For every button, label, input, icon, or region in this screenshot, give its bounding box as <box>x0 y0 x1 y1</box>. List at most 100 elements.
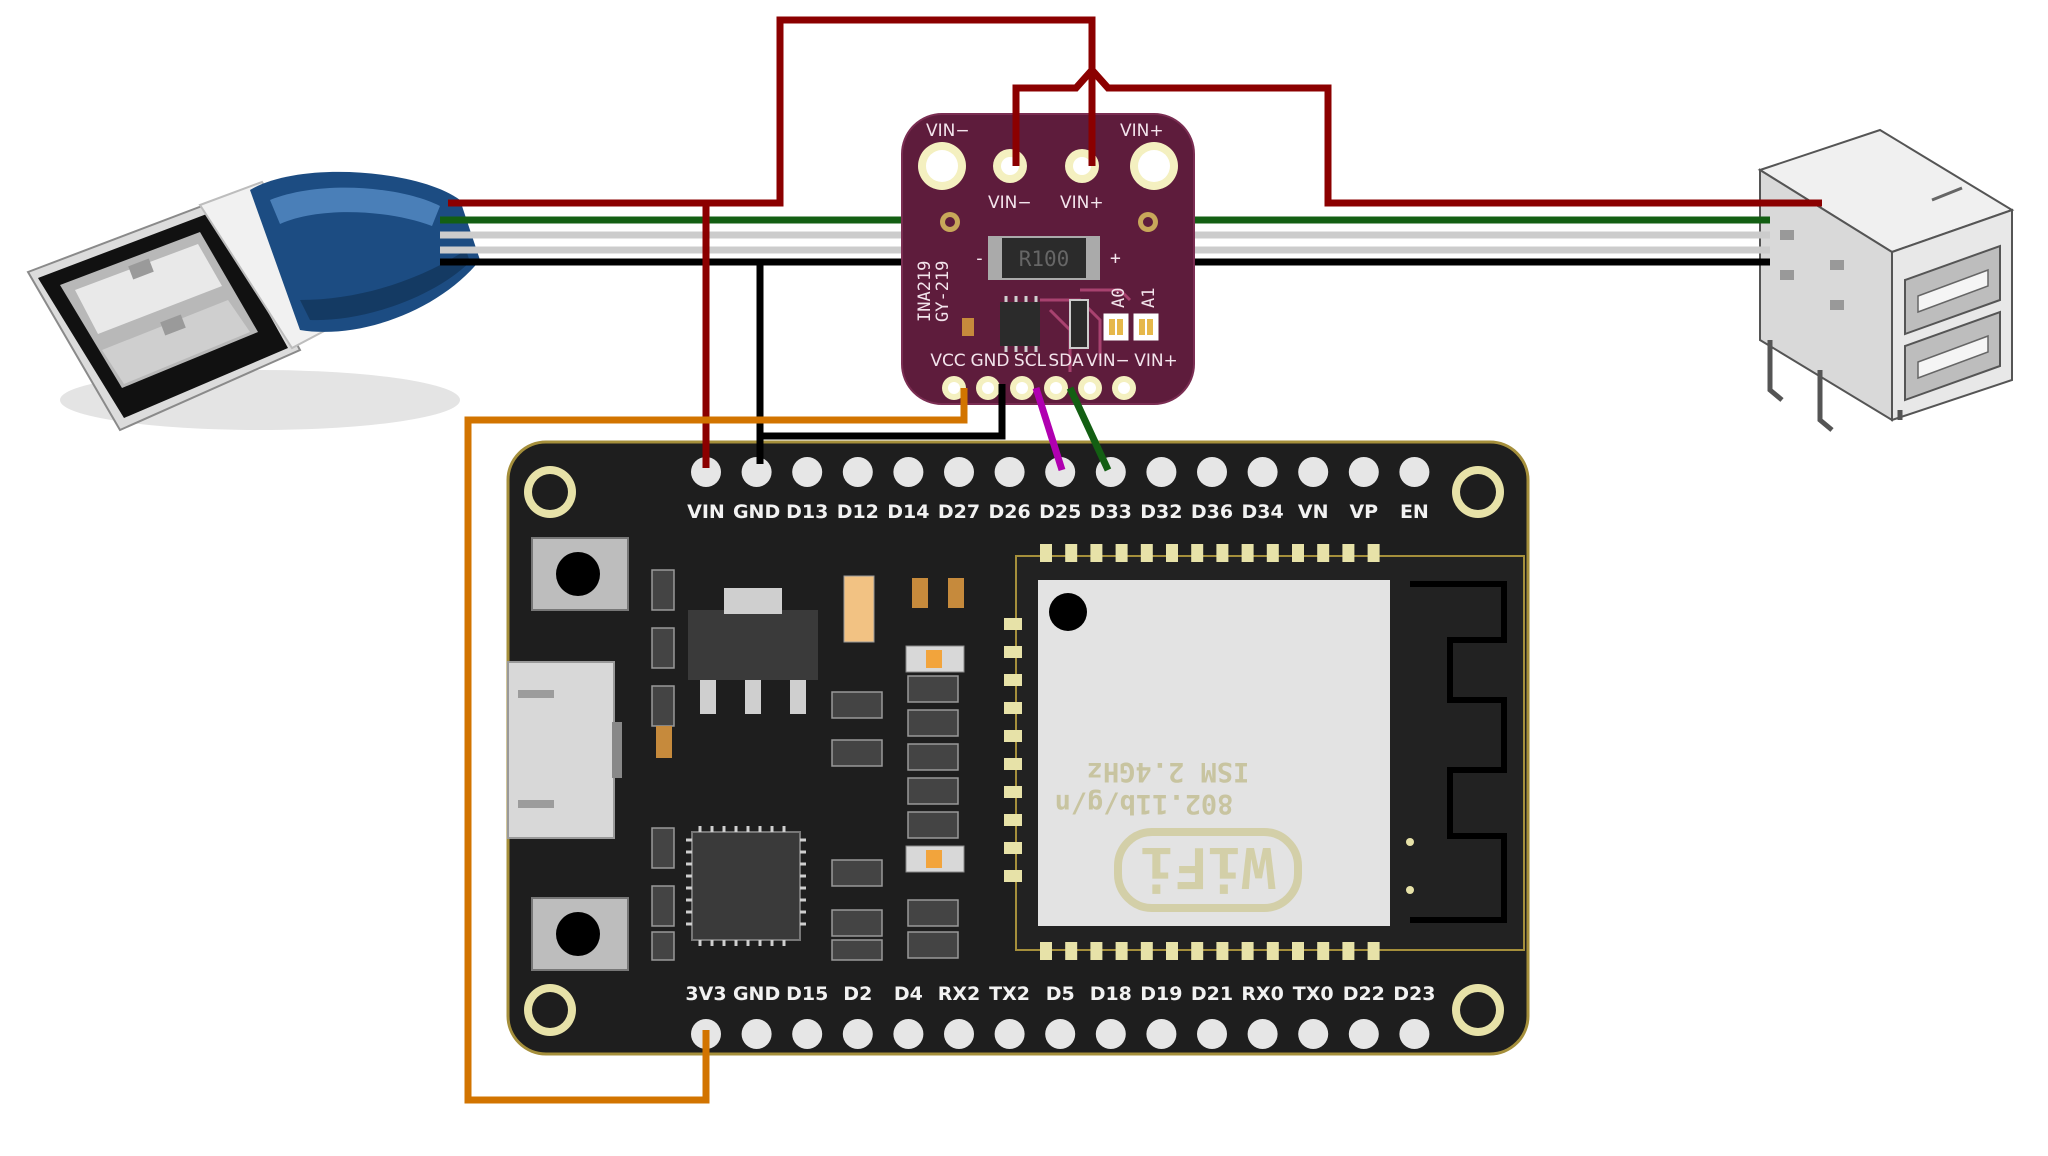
esp32-top-pin-label: D36 <box>1191 501 1233 523</box>
esp32-top-pin <box>893 457 924 487</box>
esp32-top-pin-label: D27 <box>938 501 980 523</box>
ina219-pin-hole <box>982 382 994 394</box>
esp32-bottom-pin-label: D23 <box>1393 983 1435 1005</box>
wire-3v3 <box>464 388 968 1104</box>
module-pad <box>1004 786 1022 798</box>
module-pad <box>1191 544 1204 562</box>
esp32-top-pin <box>1045 457 1076 487</box>
module-pad <box>1090 544 1103 562</box>
ina-label-vin-minus-top: VIN− <box>926 121 970 141</box>
ina-label-vin-minus-terminal: VIN− <box>988 193 1032 213</box>
esp32-top-pin-label: D32 <box>1140 501 1182 523</box>
connection-wires <box>448 16 1822 1104</box>
esp32-bottom-pin-label: D2 <box>843 983 872 1005</box>
jumper-a1-label: A1 <box>1139 288 1159 308</box>
module-pad <box>1342 942 1355 960</box>
esp32-bottom-pin-label: D15 <box>786 983 828 1005</box>
module-pad <box>1040 544 1052 562</box>
esp32-bottom-pin <box>994 1019 1025 1049</box>
esp32-bottom-pin <box>1298 1019 1329 1049</box>
esp32-top-pin <box>691 457 721 487</box>
module-pad <box>1266 942 1279 960</box>
esp32-top-pin <box>994 457 1025 487</box>
module-pad <box>1191 942 1204 960</box>
esp32-bottom-pin-label: TX2 <box>989 983 1030 1005</box>
esp32-bottom-pin <box>1045 1019 1076 1049</box>
ina219-pin-label: SCL <box>1014 351 1047 371</box>
ina219-pin-hole <box>1050 382 1062 394</box>
esp32-bottom-pin <box>893 1019 924 1049</box>
ina-label-vin-plus-top: VIN+ <box>1120 121 1164 141</box>
module-pad <box>1166 942 1178 960</box>
esp32-top-pin <box>842 457 873 487</box>
esp32-top-pin <box>792 457 823 487</box>
module-pad <box>1004 702 1022 714</box>
esp32-bottom-pin-label: GND <box>733 983 780 1005</box>
esp32-top-pin-label: D14 <box>887 501 929 523</box>
wire-gnd-ina <box>760 384 1006 440</box>
esp32-top-pin-label: D33 <box>1090 501 1132 523</box>
module-pad <box>1065 942 1078 960</box>
module-pad <box>1004 646 1022 658</box>
esp32-bottom-pin-label: D19 <box>1140 983 1182 1005</box>
esp32-bottom-pin <box>1197 1019 1227 1049</box>
usb-plug-icon <box>26 171 480 432</box>
module-pad <box>1241 942 1254 960</box>
module-pad <box>1065 544 1078 562</box>
ina-label-vin-plus-terminal: VIN+ <box>1060 193 1104 213</box>
module-pad <box>1140 544 1153 562</box>
esp32-bottom-pin-label: RX0 <box>1241 983 1284 1005</box>
usb-socket-icon <box>1757 128 2015 432</box>
esp32-bottom-pin-label: 3V3 <box>685 983 726 1005</box>
jumper-a0-label: A0 <box>1109 288 1129 308</box>
esp32-bottom-pin-label: D4 <box>894 983 923 1005</box>
esp32-bottom-pin-label: D22 <box>1343 983 1385 1005</box>
module-pad <box>1115 942 1128 960</box>
ina219-pin-label: GND <box>971 351 1010 371</box>
wire-scl <box>1032 386 1066 472</box>
module-pad <box>1004 758 1022 770</box>
esp32-top-pin-label: D12 <box>837 501 879 523</box>
module-pad <box>1241 544 1254 562</box>
module-pad <box>1004 870 1022 882</box>
wifi-logo-icon: WiFi <box>1114 828 1302 912</box>
shunt-resistor-label: R100 <box>1019 247 1070 271</box>
esp32-top-pin-label: D13 <box>786 501 828 523</box>
esp32-top-pin-label: D25 <box>1039 501 1081 523</box>
esp32-top-pin <box>944 457 974 487</box>
module-pad <box>1317 942 1330 960</box>
ina219-pin-label: VIN+ <box>1134 351 1178 371</box>
module-pad <box>1292 942 1304 960</box>
module-pad <box>1166 544 1178 562</box>
esp32-top-pin-label: D34 <box>1241 501 1283 523</box>
esp32-bottom-pin-label: RX2 <box>938 983 981 1005</box>
ina219-pin-label: SDA <box>1048 351 1084 371</box>
esp32-top-pin-label: EN <box>1400 501 1429 523</box>
ina219-board: VIN− VIN+ VIN− VIN+ R100 - + INA219 GY-2… <box>901 113 1195 405</box>
esp32-top-pin-label: VN <box>1298 501 1329 523</box>
esp32-bottom-pin-label: D21 <box>1191 983 1233 1005</box>
module-pad <box>1342 544 1355 562</box>
wire-vin-minus <box>1012 64 1822 207</box>
module-pad <box>1216 544 1229 562</box>
esp32-top-pin <box>1247 457 1278 487</box>
module-pad <box>1090 942 1103 960</box>
module-pad <box>1317 544 1330 562</box>
esp32-top-pin-label: D26 <box>988 501 1030 523</box>
module-pad <box>1367 942 1380 960</box>
esp32-bottom-pin <box>792 1019 823 1049</box>
esp32-bottom-pin <box>1348 1019 1379 1049</box>
esp32-top-pin-label: VIN <box>687 501 725 523</box>
esp32-bottom-pin <box>842 1019 873 1049</box>
ina219-pin-hole <box>1084 382 1096 394</box>
module-pad <box>1216 942 1229 960</box>
esp32-bottom-pin <box>1399 1019 1430 1049</box>
chip-name-label: INA219 <box>915 261 935 322</box>
module-pad <box>1367 544 1380 562</box>
ina219-pin-label: VIN− <box>1086 351 1130 371</box>
wire-sda <box>1066 386 1112 472</box>
module-pad <box>1004 842 1022 854</box>
esp32-bottom-pin-label: D18 <box>1090 983 1132 1005</box>
